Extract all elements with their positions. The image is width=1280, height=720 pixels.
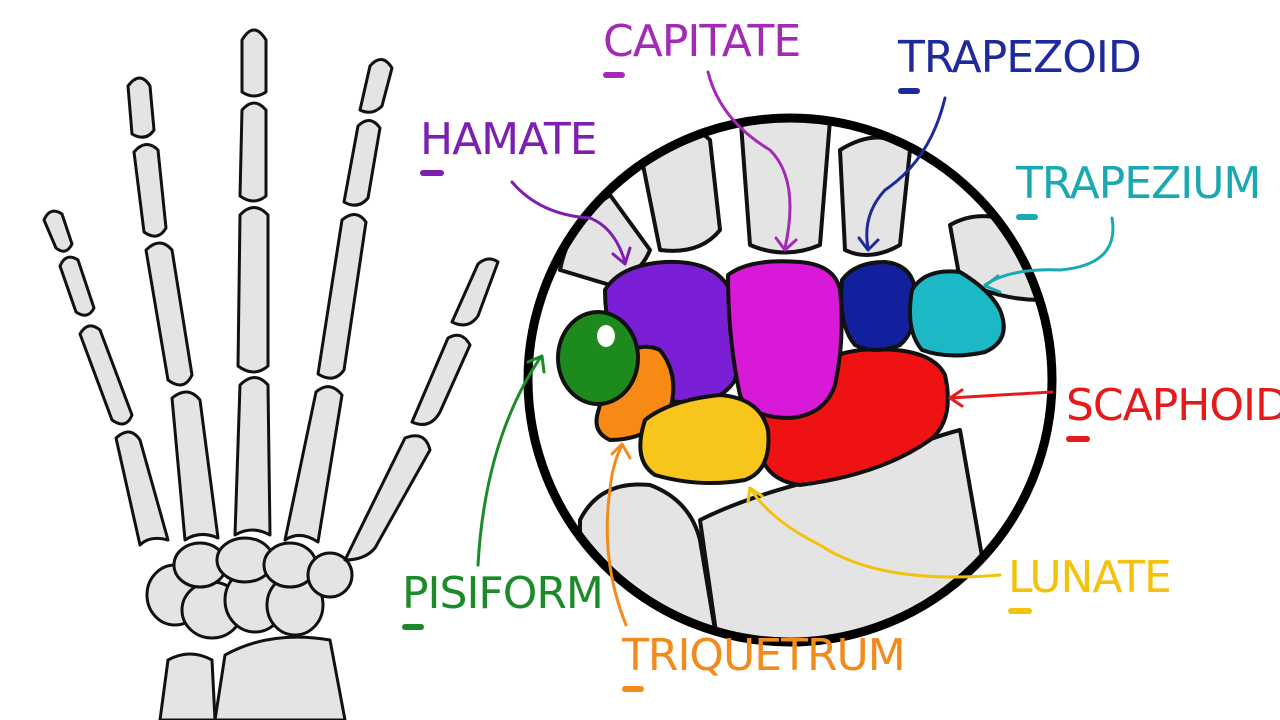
triquetrum-underline	[622, 686, 644, 692]
pisiform-arrow	[476, 354, 546, 567]
middle-phalanx	[236, 206, 270, 374]
hand-carpal	[306, 551, 354, 599]
lunate-arrow	[746, 486, 1002, 579]
ring-metacarpal	[170, 390, 220, 542]
hamate-label: HAMATE	[420, 114, 598, 165]
triquetrum-arrow	[605, 442, 632, 627]
middle-phalanx	[238, 101, 268, 203]
capitate-label: CAPITATE	[603, 16, 801, 67]
little-phalanx	[42, 209, 74, 253]
index-phalanx	[342, 119, 382, 207]
pisiform-label: PISIFORM	[402, 568, 604, 619]
lunate-label: LUNATE	[1008, 552, 1172, 603]
middle-metacarpal	[233, 376, 272, 537]
capitate-bone	[726, 259, 844, 420]
ring-phalanx	[144, 241, 194, 387]
radius-bone	[213, 635, 347, 720]
hand-skeleton	[42, 28, 500, 720]
lunate-bone	[638, 393, 771, 486]
scaphoid-arrow	[948, 388, 1054, 408]
index-metacarpal	[283, 385, 344, 544]
ring-phalanx	[132, 143, 168, 238]
thumb-phalanx	[410, 333, 472, 426]
zoom-metacarpal	[838, 135, 912, 257]
trapezium-label: TRAPEZIUM	[1016, 158, 1261, 209]
scaphoid-label: SCAPHOID	[1066, 380, 1280, 431]
hamate-arrow	[510, 180, 632, 266]
trapezium-bone	[908, 269, 1006, 358]
thumb-phalanx	[450, 257, 500, 327]
index-phalanx	[316, 213, 368, 380]
thumb-metacarpal	[343, 434, 432, 562]
capitate-arrow	[706, 70, 798, 252]
trapezium-arrow	[983, 216, 1115, 294]
trapezoid-bone	[839, 260, 918, 352]
trapezoid-label: TRAPEZOID	[898, 32, 1142, 83]
triquetrum-label: TRIQUETRUM	[622, 630, 906, 681]
trapezoid-underline	[898, 88, 920, 94]
ring-phalanx	[126, 76, 156, 139]
little-metacarpal	[114, 430, 170, 547]
middle-phalanx	[240, 28, 268, 98]
scaphoid-underline	[1066, 436, 1090, 442]
pisiform-bone	[556, 310, 640, 406]
lunate-underline	[1008, 608, 1032, 614]
little-phalanx	[58, 255, 96, 317]
index-phalanx	[358, 58, 394, 114]
trapezium-underline	[1016, 214, 1038, 220]
ulna-bone	[158, 652, 217, 720]
hamate-underline	[420, 170, 444, 176]
capitate-underline	[603, 72, 625, 78]
pisiform-highlight	[597, 325, 615, 347]
pisiform-underline	[402, 624, 424, 630]
little-phalanx	[78, 324, 134, 426]
trapezoid-arrow	[857, 96, 947, 252]
